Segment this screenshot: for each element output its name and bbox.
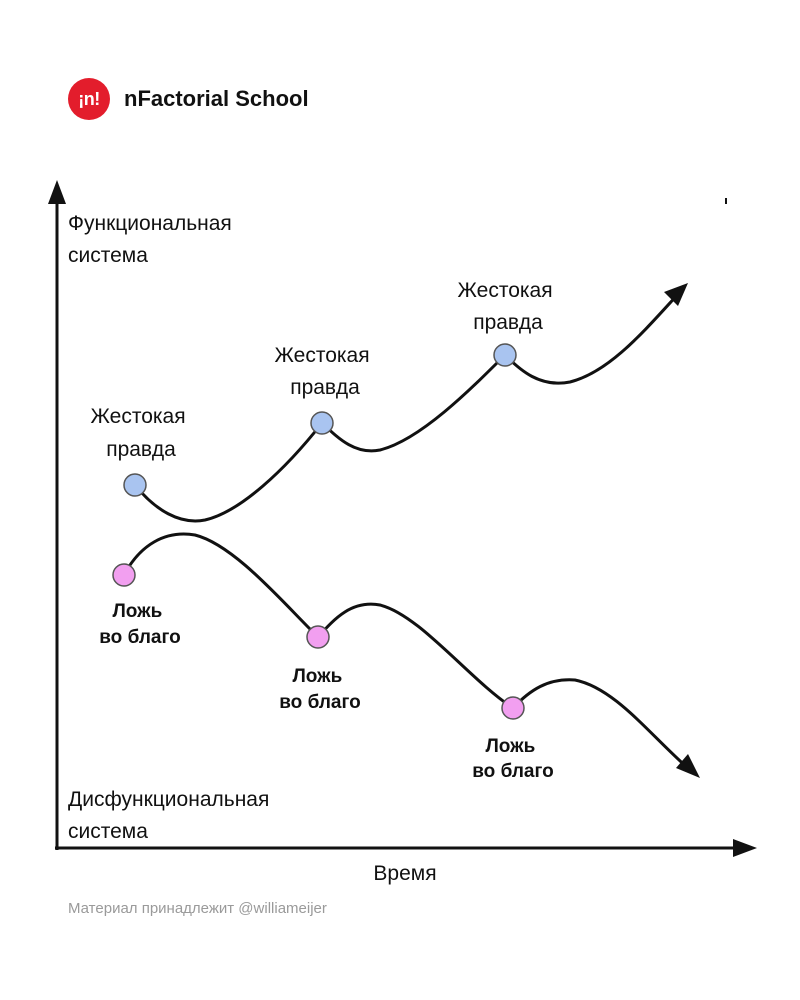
truth-label-1: Жестокая правда bbox=[91, 405, 192, 461]
brand-name: nFactorial School bbox=[124, 86, 309, 111]
truth-point-1 bbox=[123, 473, 147, 497]
lie-label-3: Ложь во благо bbox=[472, 736, 553, 782]
lie-label-1: Ложь во благо bbox=[99, 601, 180, 648]
nfactorial-logo-icon: ¡n! bbox=[68, 78, 110, 120]
truth-point-3 bbox=[493, 343, 517, 367]
dysfunctional-trajectory-curve bbox=[122, 532, 691, 772]
y-axis-arrowhead bbox=[48, 180, 66, 204]
lie-point-2 bbox=[306, 625, 330, 649]
truth-label-3: Жестокая правда bbox=[458, 279, 559, 334]
x-axis-label: Время bbox=[373, 862, 436, 885]
truth-label-2: Жестокая правда bbox=[275, 344, 376, 399]
lie-point-1 bbox=[112, 563, 136, 587]
functional-trajectory-curve bbox=[133, 290, 682, 523]
lie-label-2: Ложь во благо bbox=[279, 666, 360, 713]
lie-point-3 bbox=[501, 696, 525, 720]
truth-point-2 bbox=[310, 411, 334, 435]
y-axis-top-label: Функциональная система bbox=[68, 212, 238, 267]
dysfunctional-arrowhead bbox=[676, 754, 700, 778]
footer-credit: Материал принадлежит @williameijer bbox=[68, 900, 327, 917]
brand-header: ¡n! nFactorial School bbox=[68, 78, 309, 120]
y-axis-bottom-label: Дисфункциональная система bbox=[68, 788, 275, 843]
x-axis-arrowhead bbox=[733, 839, 757, 857]
functional-arrowhead bbox=[664, 283, 688, 306]
